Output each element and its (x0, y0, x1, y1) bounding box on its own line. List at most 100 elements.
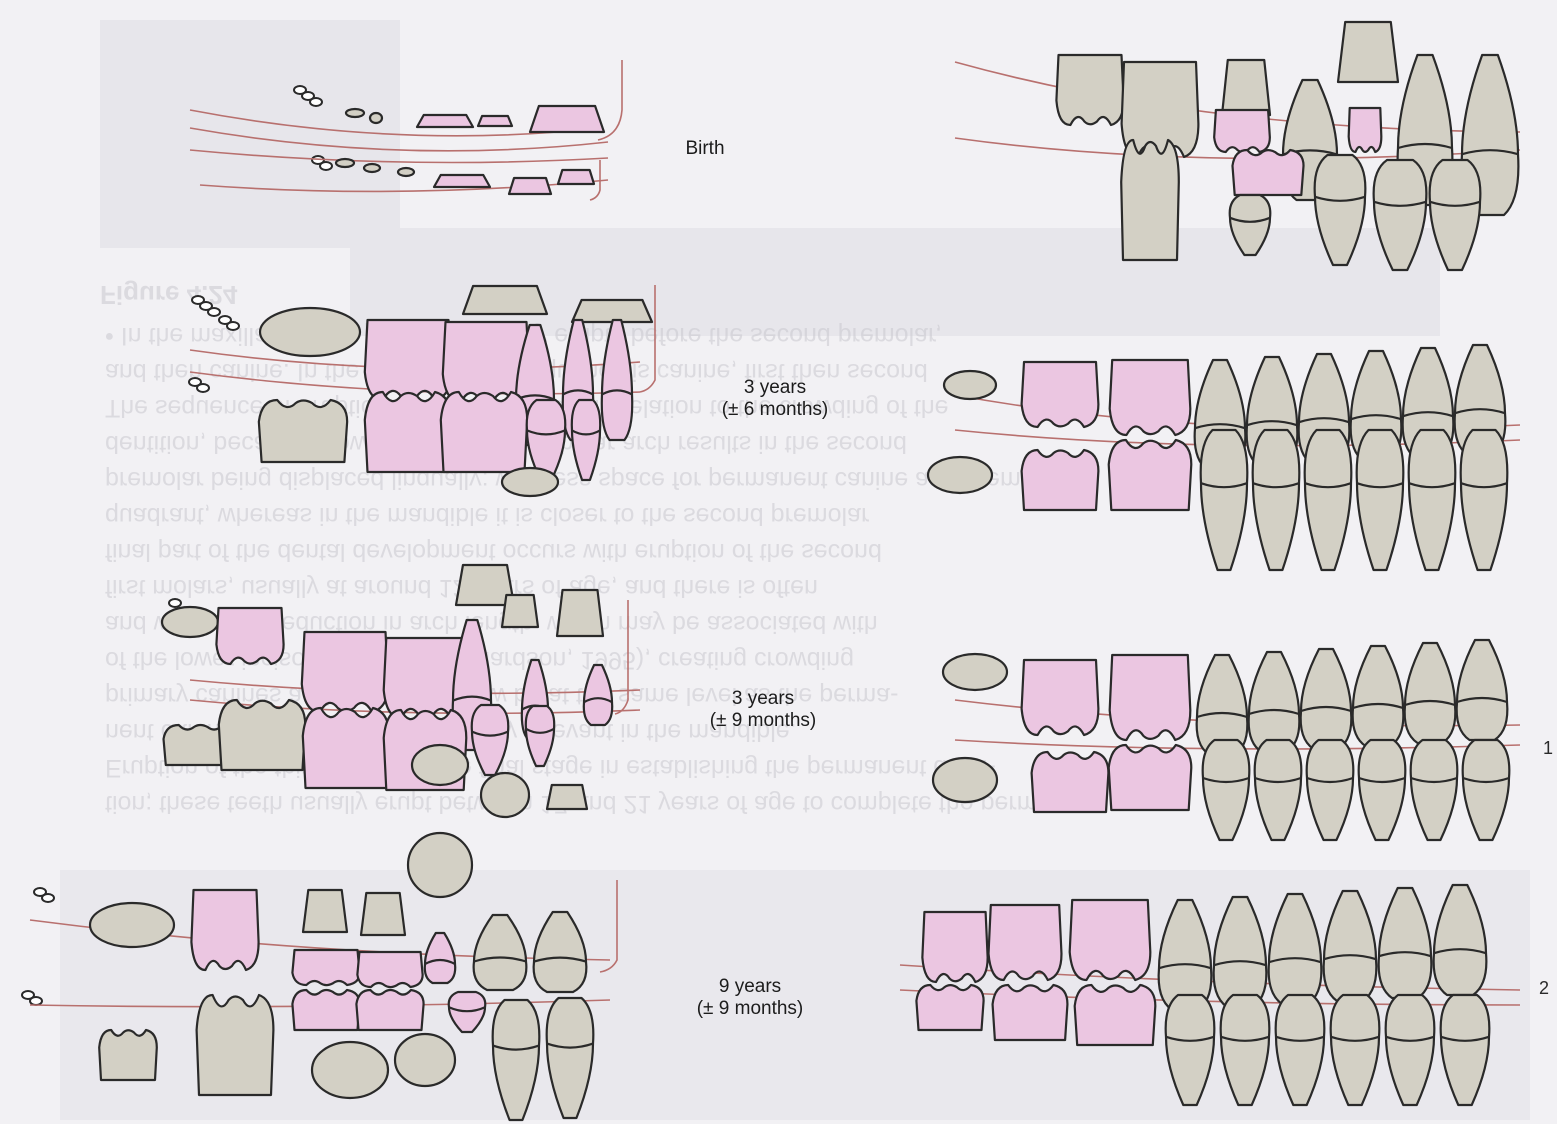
birth-crown-l4 (509, 178, 551, 194)
label-birth: Birth (660, 138, 750, 160)
y3a-primary-l2 (441, 392, 527, 472)
y9-r-tooth-u4 (1379, 888, 1432, 998)
birth-gum-lower-a (190, 150, 608, 163)
y3a-bud-u-molar (260, 308, 360, 356)
y9-l-incisor1 (493, 1000, 540, 1120)
y3b-r-tooth-l1 (1255, 740, 1302, 840)
y3b-midline (615, 600, 628, 714)
y9-r-molar-l1 (993, 985, 1068, 1040)
y3b-r-tooth-l5 (1463, 740, 1510, 840)
y9-bud-u1 (303, 890, 347, 932)
y9-r-tooth-u1 (1214, 897, 1267, 1007)
y3a-bud-l-premolar (502, 468, 558, 496)
label-9y9m-line1: 9 years (655, 976, 845, 998)
y3a-r-molar-l1 (1022, 450, 1099, 510)
y9-r-tooth-u3 (1324, 891, 1377, 1001)
y9-molar-l1 (197, 995, 274, 1095)
y3b-crypt-0 (169, 599, 181, 607)
birth-r-molar-l1 (1121, 140, 1179, 260)
birth-r-canine-l (1374, 160, 1427, 270)
y3b-primary-l-canine (472, 705, 509, 775)
y3b-r-molar-u2 (1110, 655, 1191, 740)
y9-r-tooth-l5 (1441, 995, 1490, 1105)
label-3y6m-line1: 3 years (680, 377, 870, 399)
y9-r-tooth-u5 (1434, 885, 1487, 995)
y3b-r-tooth-u1 (1249, 652, 1300, 752)
birth-crown-u5 (530, 106, 604, 132)
y9-molar-l0 (99, 1030, 157, 1080)
y3a-primary-u-incisor2 (602, 320, 632, 440)
y9-r-tooth-l0 (1166, 995, 1215, 1105)
y9-primary-u1 (292, 950, 359, 985)
y3b-r-tooth-l0 (1203, 740, 1250, 840)
y3b-r-tooth-u4 (1405, 643, 1456, 743)
y9-r-tooth-l2 (1276, 995, 1325, 1105)
edge-mark-1: 1 (1543, 738, 1553, 759)
label-3y6m: 3 years (± 6 months) (680, 377, 870, 421)
edge-mark-2: 2 (1539, 978, 1549, 999)
y9-r-tooth-u2 (1269, 894, 1322, 1004)
label-9y9m: 9 years (± 9 months) (655, 976, 845, 1020)
y9-r-tooth-l3 (1331, 995, 1380, 1105)
label-9y9m-line2: (± 9 months) (655, 998, 845, 1020)
label-3y9m: 3 years (± 9 months) (668, 688, 858, 732)
y3b-molar-u1 (216, 608, 283, 664)
birth-crown-l3 (434, 175, 490, 187)
y9-bud-u3 (408, 833, 472, 897)
y3a-primary-l-incisor (572, 400, 600, 480)
birth-r-pm-l (1315, 155, 1366, 265)
y9-r-tooth-l1 (1221, 995, 1270, 1105)
y3a-r-tooth-l3 (1357, 430, 1404, 570)
birth-r-bud-u4 (1338, 22, 1398, 82)
y3b-r-tooth-l2 (1307, 740, 1354, 840)
y3b-r-tooth-l4 (1411, 740, 1458, 840)
y9-bud-l2 (395, 1034, 455, 1086)
y3b-bud-u3 (557, 590, 603, 636)
y9-primary-l1 (292, 990, 359, 1030)
y3b-r-tooth-u2 (1301, 649, 1352, 749)
y3a-primary-l1 (365, 392, 451, 472)
birth-r-bud-u3 (1222, 60, 1270, 115)
y9-bud-l1 (312, 1042, 388, 1098)
y3b-bud-u-molar (162, 607, 218, 637)
birth-bud-l1 (336, 159, 354, 167)
y3b-molar-l1 (219, 700, 305, 770)
label-3y6m-line2: (± 6 months) (680, 399, 870, 421)
y9-r-molar-l0 (916, 985, 983, 1030)
y3a-r-molar-u1 (1022, 362, 1099, 427)
y3b-r-molar-l2 (1109, 745, 1192, 810)
birth-r-primary-u (1214, 110, 1270, 152)
y3a-r-tooth-l4 (1409, 430, 1456, 570)
y3a-r-bud-l (928, 457, 992, 493)
y9-r-molar-l2 (1075, 985, 1156, 1045)
y3b-r-molar-l1 (1032, 752, 1109, 812)
y3a-molar-l (259, 400, 347, 462)
y9-crypt-lower-1 (30, 997, 42, 1005)
y9-primary-u3 (425, 933, 455, 983)
y9-u-incisor2 (534, 912, 587, 992)
birth-r-primary-u2 (1349, 108, 1382, 152)
birth-r-molar-u1 (1056, 55, 1123, 125)
y3a-r-tooth-l1 (1253, 430, 1300, 570)
y9-bud-u2 (361, 893, 405, 935)
y3b-bud-l2 (481, 773, 529, 817)
y9-bud-u-molar (90, 903, 174, 947)
birth-r-incisor-l (1430, 160, 1481, 270)
y3b-primary-u-incisor2 (584, 665, 612, 725)
y3b-r-molar-u1 (1022, 660, 1099, 735)
y3a-crypt-upper-2 (208, 308, 220, 316)
y3b-bud-u2 (502, 595, 538, 627)
y3a-r-tooth-l0 (1201, 430, 1248, 570)
birth-crypt-upper-2 (310, 98, 322, 106)
y3a-bud-u-incisor (463, 286, 547, 314)
birth-r-primary-l (1232, 150, 1303, 195)
birth-bud-u2 (370, 113, 382, 123)
y3b-r-tooth-u3 (1353, 646, 1404, 746)
birth-crown-u4 (478, 116, 512, 126)
y9-r-molar-u2 (1070, 900, 1151, 980)
y9-l-incisor2 (547, 998, 594, 1118)
label-3y9m-line1: 3 years (668, 688, 858, 710)
birth-r-bud-l (1230, 195, 1271, 255)
